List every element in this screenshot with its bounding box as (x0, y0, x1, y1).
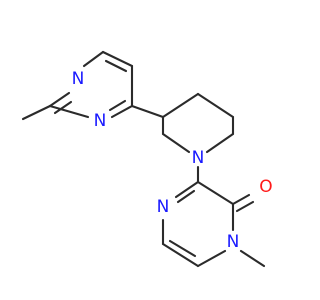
atom-labels: N N N N N O (72, 69, 273, 252)
bond-c6-c5-inner (104, 59, 128, 73)
bonds (21, 50, 266, 268)
atom-o-carbonyl: O (259, 177, 272, 197)
bond-c2-n1 (48, 91, 71, 108)
atom-n-pyrazinone-methyl: N (227, 232, 240, 252)
bond-pip-c4-c5 (196, 92, 235, 119)
molecule-structure-diagram: N N N N N O (21, 50, 273, 268)
bond-methyl-c2 (21, 104, 52, 121)
bond-n1-c6 (82, 50, 105, 68)
bond-c4-n3-inner (108, 99, 127, 112)
bond-co-2 (235, 200, 255, 213)
bond-c6-c5 (161, 242, 200, 268)
bond-c3-n4-inner (176, 189, 196, 204)
bond-c4-piperidine (130, 104, 165, 119)
bond-pip-n-c2 (161, 132, 191, 154)
atom-n-pyrimidine-bottom: N (94, 111, 107, 131)
bond-c3-n4 (174, 180, 200, 199)
bond-c6-c5 (101, 50, 134, 68)
bond-c4-n3 (110, 104, 134, 119)
atom-n-pyrimidine-top: N (72, 69, 85, 89)
bond-n1-c6 (196, 249, 227, 268)
atom-n-piperidine: N (192, 148, 205, 168)
bond-pip-c3-c4 (161, 92, 200, 119)
bond-n1-methyl (239, 249, 266, 268)
bond-pip-c6-n (205, 132, 235, 154)
atom-n-pyrazinone-ring: N (157, 197, 170, 217)
bond-n3-c2 (48, 104, 90, 119)
bond-c2-n1-inner (53, 100, 73, 115)
bond-c3-c2 (196, 180, 235, 206)
bond-c6-c5-inner (168, 239, 197, 258)
bond-co-1 (231, 193, 251, 206)
